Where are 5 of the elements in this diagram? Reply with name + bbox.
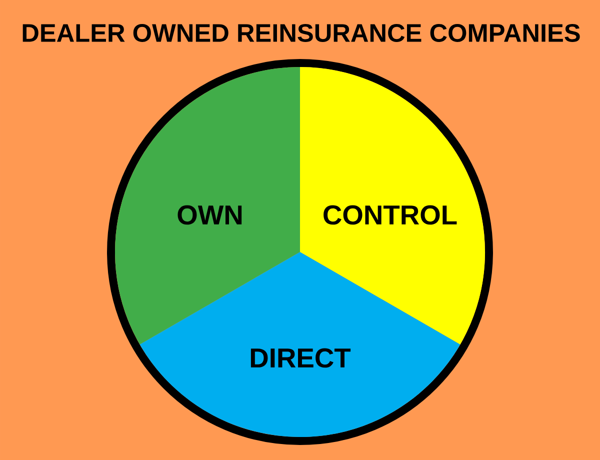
pie-sector: OWN [115, 67, 300, 344]
title: DEALER OWNED REINSURANCE COMPANIES [22, 24, 580, 42]
circle-outline [107, 59, 493, 445]
pie-sector: DIRECT [140, 252, 460, 437]
pie-sector: CONTROL [300, 67, 486, 344]
